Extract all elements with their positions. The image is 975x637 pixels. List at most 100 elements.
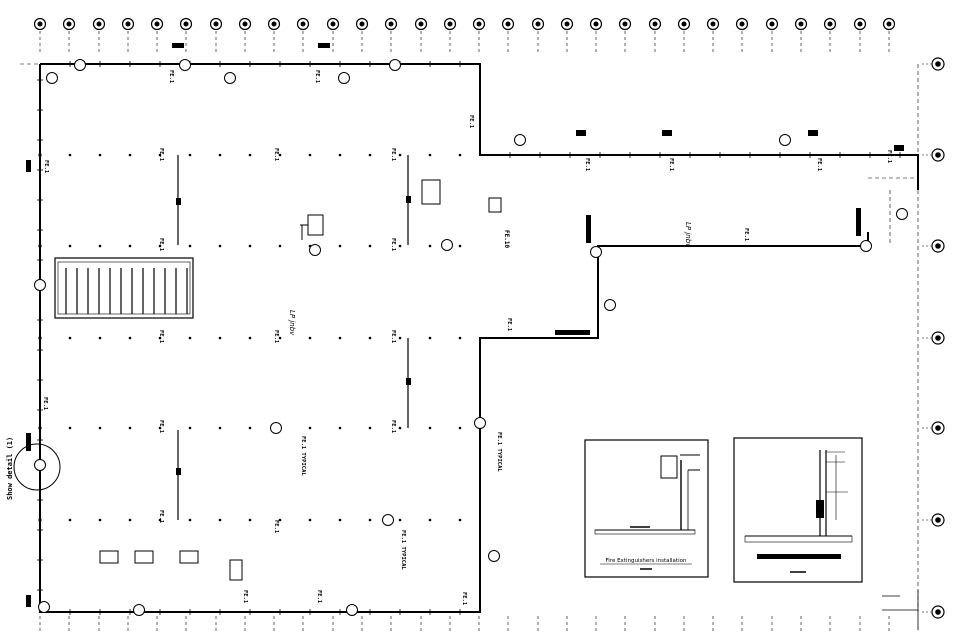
detail-box-section [733,437,863,583]
grid-bubble-dot [447,21,453,27]
corner-marks [882,590,919,630]
column-dot [68,244,72,248]
column-dot [458,244,462,248]
grid-bubble-dot [886,21,892,27]
building-outline [39,63,919,613]
column-dot [158,244,162,248]
fe-label: FE.1 [42,397,48,411]
lobby-label-2: LP jnbv [684,222,692,248]
column-dot [278,153,282,157]
column-dot [368,153,372,157]
extinguisher-symbols [34,59,908,616]
column-dot [128,336,132,340]
extinguisher-icon [34,279,46,291]
grid-axis-top [33,17,896,632]
grid-bubble-dot [271,21,277,27]
grid-bubble-dot [935,335,941,341]
column-dot [188,336,192,340]
grid-bubble-dot [37,21,43,27]
extinguisher-icon [779,134,791,146]
extinguisher-icon [338,72,350,84]
column-dot [398,153,402,157]
fe-label: FE.1 [468,115,474,129]
fe-label: FE.1 [43,160,49,174]
fe-typical-label: FE.1 TYPICAL [300,436,306,476]
column-dot [338,153,342,157]
grid-bubble-dot [300,21,306,27]
fe-label: FE.1 [390,238,396,252]
interior-partitions [177,155,409,520]
fe-label: FE.1 [316,590,322,604]
grid-bubble-dot [213,21,219,27]
column-dot [338,244,342,248]
stair-block [54,257,194,319]
grid-bubble-dot [798,21,804,27]
column-dot [398,518,402,522]
column-dot [128,426,132,430]
fixtures [99,179,502,581]
grid-bubble-dot [154,21,160,27]
grid-bubble-dot [710,21,716,27]
column-dot [218,426,222,430]
extinguisher-icon [38,601,50,613]
fe-label: FE.1 [390,330,396,344]
column-dot [428,336,432,340]
column-dot [98,336,102,340]
fe-label: FE.1 [158,148,164,162]
fe-label: FE.1 [668,158,674,172]
column-dot [458,518,462,522]
fe-label: FE.1 [158,420,164,434]
grid-bubble-dot [564,21,570,27]
grid-bubble-dot [388,21,394,27]
column-dot [308,426,312,430]
column-dot [428,518,432,522]
column-dot [158,153,162,157]
show-detail-label: Show detail (1) [6,437,14,500]
column-dot [188,244,192,248]
column-dot [398,336,402,340]
fe-label: FE.1 [743,228,749,242]
column-dot [338,518,342,522]
fe-label: FE.1 [314,70,320,84]
extinguisher-icon [441,239,453,251]
column-dot [338,336,342,340]
column-dot [278,518,282,522]
column-dot [188,153,192,157]
column-dot [128,153,132,157]
column-dot [428,426,432,430]
extinguisher-icon [382,514,394,526]
fe-label: FE.1 [168,70,174,84]
column-dot [248,426,252,430]
extinguisher-icon [270,422,282,434]
column-dot [248,336,252,340]
column-dot [128,518,132,522]
column-dot [398,244,402,248]
grid-bubble-dot [827,21,833,27]
column-dot [98,518,102,522]
column-dot [368,518,372,522]
grid-bubble-dot [652,21,658,27]
grid-bubble-dot [593,21,599,27]
extinguisher-icon [389,59,401,71]
column-dot [68,336,72,340]
fe-label: FE.1 [273,520,279,534]
column-dot [458,153,462,157]
detail-box-installation: Fire Extinguishers installation [584,439,709,578]
fe-typical-label: FE.1 TYPICAL [400,530,406,570]
grid-bubble-dot [359,21,365,27]
lobby-label-1: LP jnbv [288,310,296,336]
fe-label: FE.1 [506,318,512,332]
column-dot [188,518,192,522]
grid-bubble-dot [935,425,941,431]
fe-label: FE.1 [158,330,164,344]
grid-bubble-dot [935,243,941,249]
fe-label: FE.1 [158,238,164,252]
fe-label: FE.1 [461,592,467,606]
extinguisher-icon [224,72,236,84]
extinguisher-icon [474,417,486,429]
extinguisher-icon [604,299,616,311]
fe-label: FE.1 [242,590,248,604]
extinguisher-icon [590,246,602,258]
extinguisher-icon [309,244,321,256]
